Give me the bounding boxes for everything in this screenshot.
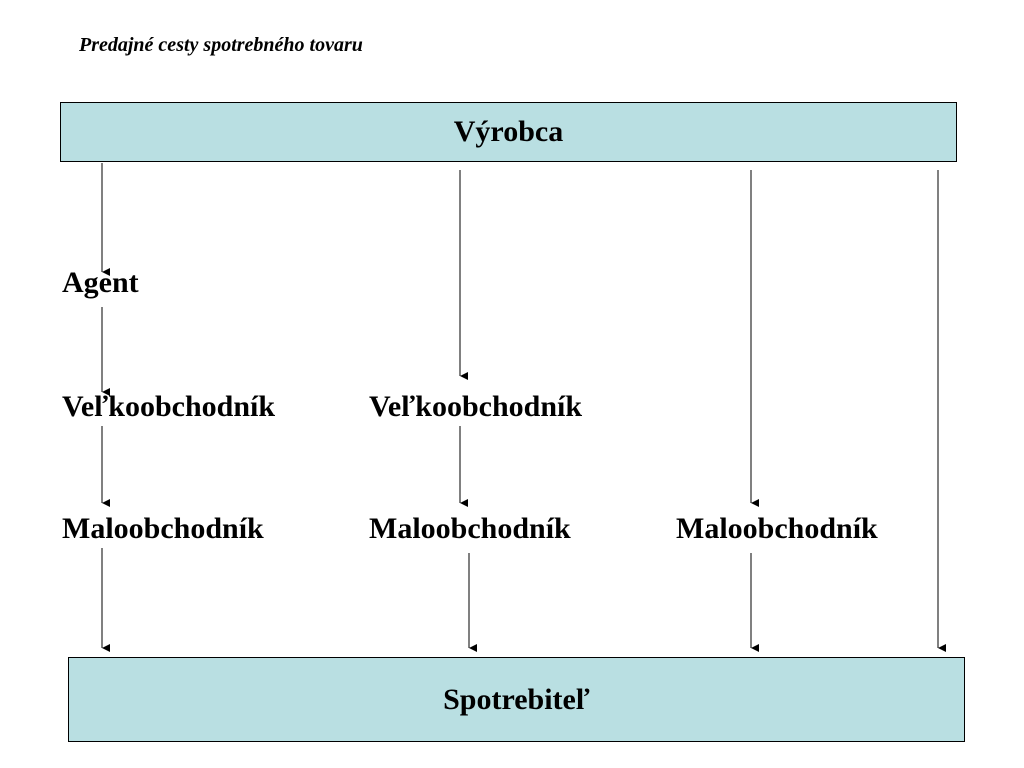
channel-1-agent: Agent [62,266,139,299]
channel-1-retailer: Maloobchodník [62,512,264,545]
producer-box: Výrobca [60,102,957,162]
channel-2-wholesaler: Veľkoobchodník [369,390,583,423]
producer-label: Výrobca [453,115,564,148]
channel-3-retailer: Maloobchodník [676,512,878,545]
consumer-box: Spotrebiteľ [68,657,965,742]
diagram-title: Predajné cesty spotrebného tovaru [79,34,363,56]
consumer-label: Spotrebiteľ [443,682,590,716]
channel-2-retailer: Maloobchodník [369,512,571,545]
channel-1-wholesaler: Veľkoobchodník [62,390,276,423]
